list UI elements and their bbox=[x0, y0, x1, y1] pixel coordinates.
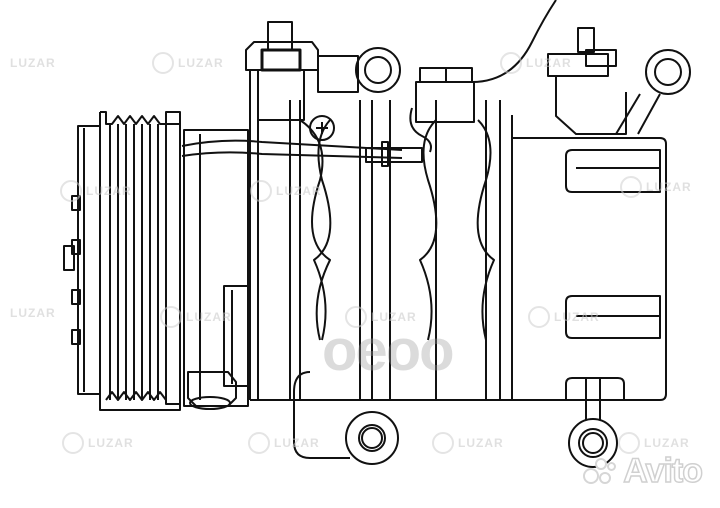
rear-housing bbox=[512, 137, 667, 401]
pulley bbox=[99, 111, 181, 411]
front-housing bbox=[183, 129, 251, 410]
compressor-body bbox=[250, 100, 660, 401]
mount-ear-bottom-right bbox=[565, 377, 625, 468]
mount-ear-top-left bbox=[317, 47, 401, 93]
service-fitting-right bbox=[547, 27, 627, 135]
mount-ear-top-right bbox=[615, 49, 691, 135]
mount-ear-bottom-left bbox=[293, 371, 399, 465]
clutch-plate bbox=[63, 125, 101, 395]
connector-block bbox=[415, 0, 557, 123]
wire-harness bbox=[181, 107, 432, 167]
service-fitting-left bbox=[245, 21, 319, 400]
